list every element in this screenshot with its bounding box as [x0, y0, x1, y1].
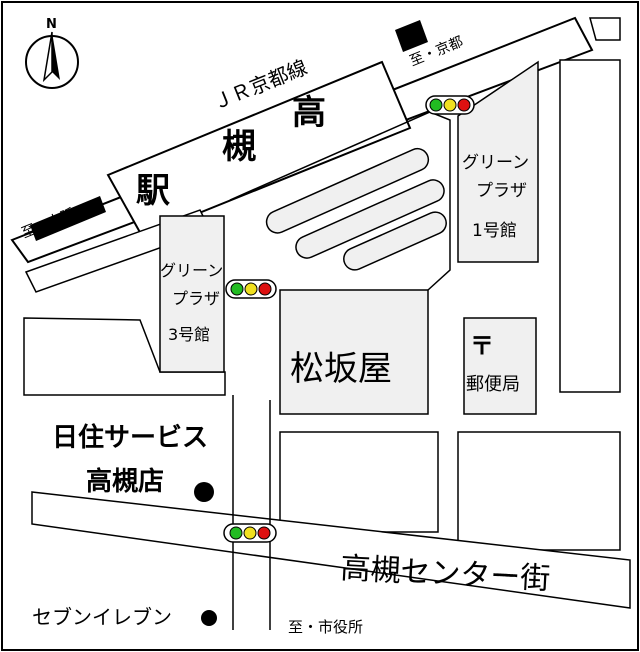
buildings	[159, 60, 539, 415]
signal-red-light	[258, 282, 272, 296]
signal-green-light	[230, 282, 244, 296]
green-plaza-1-line2: プラザ	[476, 181, 527, 201]
train-kyoto-side	[395, 20, 428, 52]
matsuzakaya-building	[279, 289, 429, 415]
station-char-2: 槻	[222, 127, 256, 167]
post-office-label: 郵便局	[466, 374, 520, 395]
compass-label: N	[46, 17, 57, 32]
green-plaza-3-line1: グリーン	[160, 261, 223, 280]
train-osaka-side	[30, 196, 106, 241]
plaza-outline	[229, 111, 451, 291]
bus-terminal	[265, 147, 447, 271]
bus-lane	[343, 211, 447, 271]
road-block	[457, 431, 621, 551]
signal-yellow-light	[443, 98, 457, 112]
signal-green-light	[429, 98, 443, 112]
green-plaza-3-line3: 3号館	[168, 325, 210, 344]
railway	[10, 16, 594, 264]
signal-yellow-light	[244, 282, 258, 296]
green-plaza-3-line2: プラザ	[172, 289, 220, 308]
signal-red-light	[257, 526, 271, 540]
store-name-line1: 日住サービス	[52, 422, 208, 453]
station-char-3: 駅	[136, 171, 170, 211]
green-plaza-3-building	[159, 215, 225, 373]
green-plaza-1-line1: グリーン	[462, 153, 529, 173]
traffic-signal-middle	[225, 279, 277, 299]
signal-yellow-light	[243, 526, 257, 540]
traffic-signal-top	[425, 95, 475, 115]
seven-eleven-marker	[201, 610, 217, 626]
store-name-line2: 高槻店	[86, 466, 164, 497]
road-block	[589, 17, 621, 41]
compass-needle-right	[52, 32, 60, 80]
road-block	[23, 317, 226, 396]
center-street	[31, 491, 631, 609]
road-block	[559, 59, 621, 393]
traffic-signal-bottom	[223, 523, 277, 543]
store-location-marker	[194, 482, 214, 502]
signal-green-light	[229, 526, 243, 540]
green-plaza-1-line3: 1号館	[472, 221, 517, 241]
signal-red-light	[457, 98, 471, 112]
seven-eleven-label: セブンイレブン	[32, 605, 172, 629]
station-building	[106, 60, 412, 238]
bus-lane	[295, 179, 445, 259]
post-office-symbol: 〒	[470, 332, 494, 360]
green-plaza-1-building	[457, 60, 539, 263]
to-city-hall-label: 至・市役所	[288, 618, 363, 636]
post-office-building	[463, 317, 537, 415]
north-compass: N	[25, 17, 79, 89]
station-char-1: 高	[292, 93, 326, 133]
road-block	[279, 431, 439, 533]
matsuzakaya-label: 松坂屋	[290, 349, 392, 389]
bus-lane	[265, 147, 430, 234]
